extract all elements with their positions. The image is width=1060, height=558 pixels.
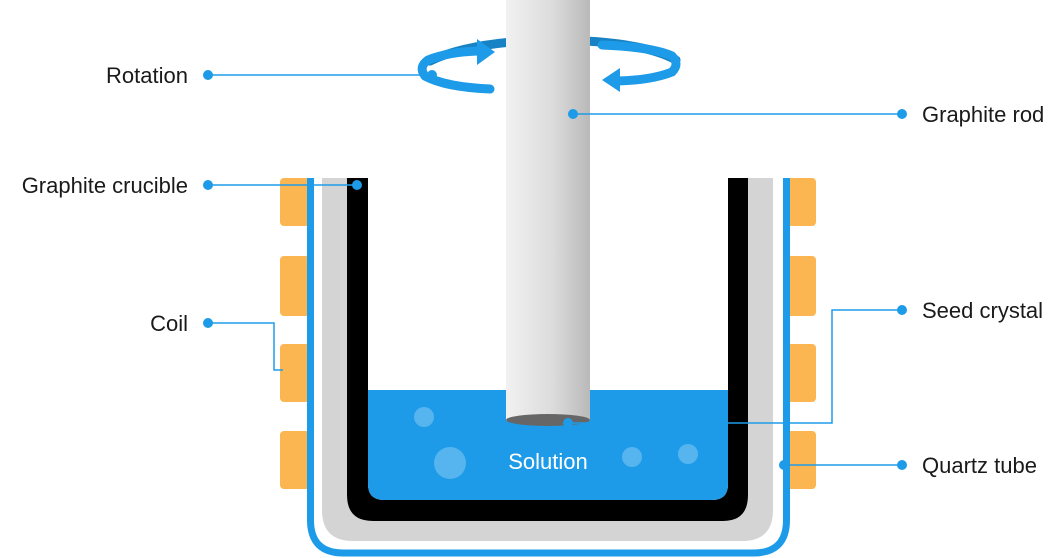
dot-seed-label	[897, 305, 907, 315]
seed-crystal	[506, 414, 590, 426]
leader-seed-crystal	[568, 309, 902, 424]
quartz-tube	[307, 178, 790, 557]
label-quartz-tube: Quartz tube	[922, 453, 1037, 478]
coil-turn-left-4	[280, 431, 310, 489]
coil-turn-right-4	[786, 431, 816, 489]
label-seed-crystal: Seed crystal	[922, 298, 1043, 323]
dot-quartz-label	[897, 460, 907, 470]
bubble	[678, 444, 698, 464]
coil-turn-right-3	[786, 344, 816, 402]
label-coil: Coil	[150, 311, 188, 336]
coil-turn-right-2	[786, 256, 816, 316]
leader-dots	[203, 70, 907, 470]
graphite-rod	[506, 0, 590, 421]
label-graphite-crucible: Graphite crucible	[22, 173, 188, 198]
dot-rod-label	[897, 109, 907, 119]
rotation-arrow-right-arc	[597, 40, 681, 86]
bubble	[414, 407, 434, 427]
coil-turn-left-3	[280, 344, 310, 402]
label-graphite-rod: Graphite rod	[922, 102, 1044, 127]
coil-turn-left-1	[280, 178, 310, 226]
dot-seed-target	[563, 418, 573, 428]
coil-turn-left-2	[280, 256, 310, 316]
dot-rod-target	[568, 109, 578, 119]
rotation-arrow-left-arc	[417, 46, 495, 94]
rotation-arrow	[417, 39, 681, 94]
label-rotation: Rotation	[106, 63, 188, 88]
rotation-arrow-left-head	[477, 39, 495, 65]
label-solution: Solution	[508, 449, 588, 474]
dot-crucible-target	[352, 180, 362, 190]
rotation-arrow-right-head	[602, 68, 620, 92]
dot-quartz-target	[779, 460, 789, 470]
solution	[368, 390, 728, 500]
leader-coil	[208, 322, 283, 371]
bubble	[434, 447, 466, 479]
dot-rotation-label	[203, 70, 213, 80]
bubbles	[414, 407, 698, 479]
leader-lines	[208, 74, 902, 466]
coil	[280, 178, 816, 489]
dot-crucible-label	[203, 180, 213, 190]
dot-rotation-target	[427, 70, 437, 80]
bubble	[622, 447, 642, 467]
coil-turn-right-1	[786, 178, 816, 226]
dot-coil-label	[203, 318, 213, 328]
